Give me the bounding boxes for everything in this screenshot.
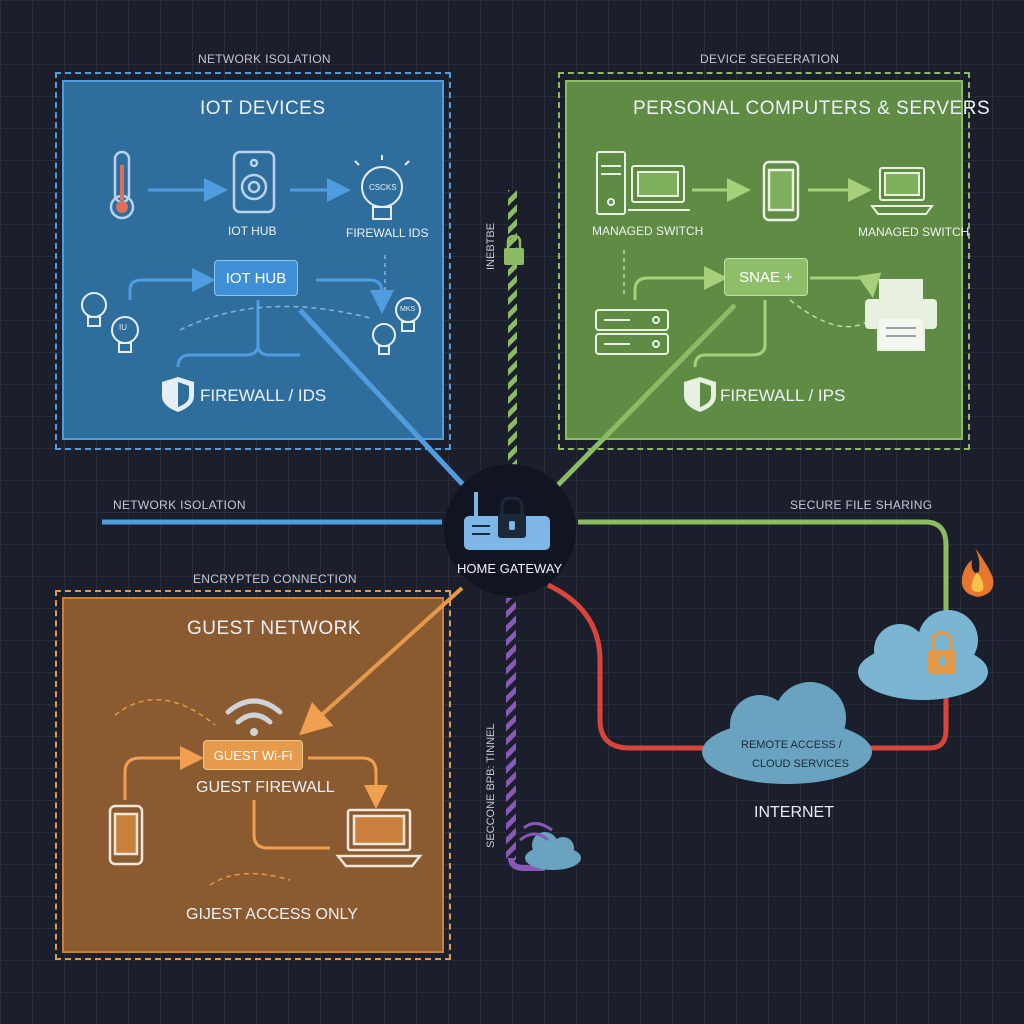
guest-uplink bbox=[299, 586, 464, 736]
iot-hub-label: IOT HUB bbox=[228, 224, 277, 238]
guest-zone-title: GUEST NETWORK bbox=[187, 618, 361, 639]
personal-uplink bbox=[553, 303, 737, 490]
managed-switch-label-left: MANAGED SWITCH bbox=[592, 224, 704, 238]
iot-zone-title: IOT DEVICES bbox=[200, 98, 326, 119]
internet-vertical-link bbox=[508, 190, 517, 465]
iot-hub-button[interactable]: IOT HUB bbox=[214, 260, 298, 296]
lightbulb-icon bbox=[354, 155, 410, 220]
vpn-tunnel-label: SECCONE BPB: TINNEL bbox=[485, 723, 497, 849]
network-isolation-caption: NETWORK ISOLATION bbox=[113, 498, 246, 512]
personal-firewall-label: FIREWALL / IPS bbox=[720, 386, 846, 405]
wifi-icon bbox=[225, 698, 283, 736]
personal-zone-caption: DEVICE SEGEERATION bbox=[700, 52, 840, 66]
cloud-icon bbox=[858, 610, 988, 700]
personal-zone-frame bbox=[558, 72, 970, 450]
iot-zone bbox=[62, 80, 444, 440]
guest-wifi-button[interactable]: GUEST Wi-Fi bbox=[203, 740, 303, 770]
wifi-icon bbox=[519, 822, 553, 842]
printer-icon bbox=[865, 279, 937, 351]
lock-icon bbox=[504, 234, 524, 265]
speaker-icon bbox=[232, 150, 276, 214]
internet-line bbox=[546, 582, 720, 751]
cloud-services-line1: REMOTE ACCESS / bbox=[741, 739, 842, 751]
laptop-icon bbox=[335, 808, 423, 868]
cloud-icon bbox=[702, 682, 872, 784]
lock-icon bbox=[498, 496, 526, 538]
iot-zone-caption: NETWORK ISOLATION bbox=[198, 52, 331, 66]
secure-file-sharing-caption: SECURE FILE SHARING bbox=[790, 498, 933, 512]
server-icon bbox=[595, 309, 669, 355]
managed-switch-label-right: MANAGED SWITCH bbox=[858, 225, 970, 239]
iot-zone-frame bbox=[55, 72, 451, 450]
guest-firewall-label: GUEST FIREWALL bbox=[196, 779, 335, 796]
shield-icon bbox=[162, 377, 194, 412]
laptop-icon bbox=[870, 167, 934, 215]
vpn-tunnel-line bbox=[506, 598, 516, 860]
iot-uplink bbox=[298, 308, 470, 492]
lightbulb-icon bbox=[81, 292, 421, 355]
file-sharing-line bbox=[578, 519, 949, 650]
lock-icon bbox=[928, 631, 956, 674]
monitor-icon bbox=[628, 165, 690, 211]
smartphone-icon bbox=[762, 160, 800, 222]
shield-icon bbox=[684, 377, 716, 412]
gateway-label: HOME GATEWAY bbox=[457, 561, 563, 576]
smartphone-icon bbox=[108, 804, 144, 866]
lightbulb-text: MKS bbox=[400, 306, 416, 313]
internet-vertical-label: INEBTBE bbox=[485, 222, 497, 270]
cloud-icon bbox=[525, 832, 581, 870]
guest-zone-caption: ENCRYPTED CONNECTION bbox=[193, 572, 357, 586]
lightbulb-text: IU bbox=[119, 323, 127, 332]
share-button[interactable]: SNAE + bbox=[724, 258, 808, 296]
guest-zone-frame bbox=[55, 590, 451, 960]
lightbulb-text: CSCKS bbox=[369, 183, 397, 192]
iot-firewall-label: FIREWALL / IDS bbox=[200, 386, 327, 405]
firewall-ids-label: FIREWALL IDS bbox=[346, 226, 429, 240]
desktop-tower-icon bbox=[596, 151, 626, 215]
cloud-services-line2: CLOUD SERVICES bbox=[752, 758, 849, 770]
cloud-link-line bbox=[870, 690, 949, 751]
thermometer-icon bbox=[109, 150, 135, 220]
guest-access-label: GIJEST ACCESS ONLY bbox=[186, 906, 358, 923]
personal-zone-title: PERSONAL COMPUTERS & SERVERS bbox=[633, 98, 991, 119]
fire-icon bbox=[961, 548, 994, 597]
internet-label: INTERNET bbox=[754, 804, 834, 821]
